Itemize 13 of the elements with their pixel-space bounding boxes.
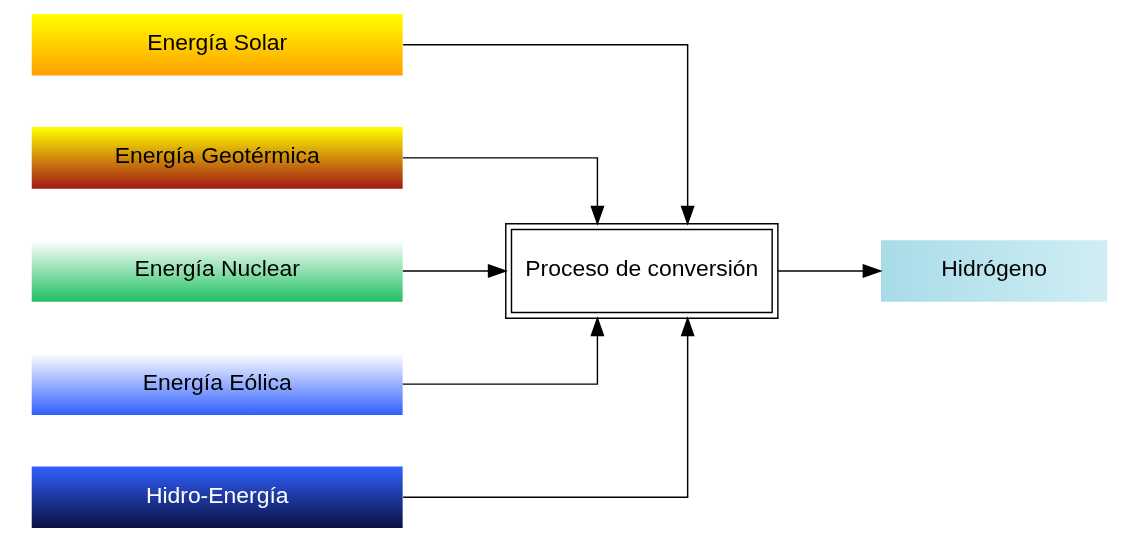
arrow	[402, 157, 605, 226]
arrow	[402, 316, 605, 385]
node-box: Hidrógeno	[881, 240, 1108, 302]
node-box: Proceso de conversión	[505, 223, 779, 319]
node-box: Energía Geotérmica	[31, 127, 403, 189]
node-box: Energía Nuclear	[31, 240, 403, 302]
arrow	[402, 316, 695, 498]
node-box: Energía Eólica	[31, 353, 403, 415]
node-box: Hidro-Energía	[31, 466, 403, 529]
node-box: Energía Solar	[31, 13, 403, 76]
arrow	[402, 263, 508, 279]
arrow	[402, 44, 695, 226]
arrow	[777, 263, 883, 279]
